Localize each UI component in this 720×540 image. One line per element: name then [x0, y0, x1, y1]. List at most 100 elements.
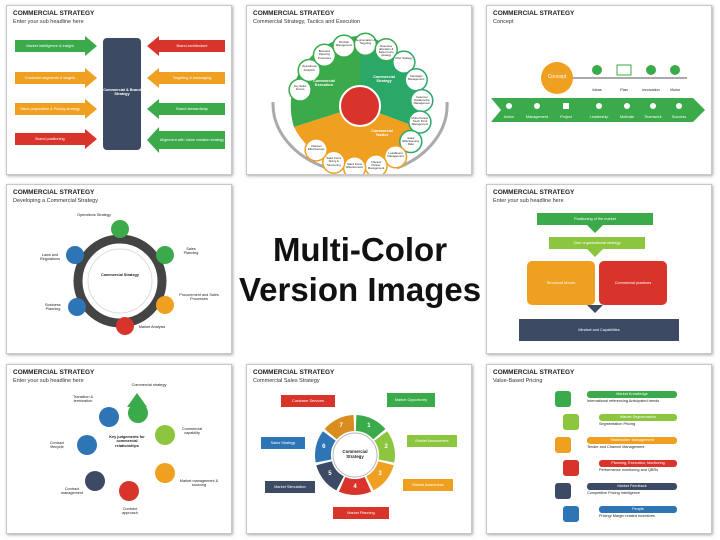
ring-circle — [374, 38, 398, 62]
slide-subtitle: Value-Based Pricing — [493, 378, 543, 384]
thumb-slide-3[interactable]: COMMERCIAL STRATEGY Concept Concept Idea… — [486, 5, 712, 175]
thumb-slide-2[interactable]: COMMERCIAL STRATEGY Commercial Strategy,… — [246, 5, 472, 175]
ring-circle-label: Channel Effectiveness — [307, 143, 325, 152]
flow-box-label: Mindset and Capabilities — [578, 327, 620, 332]
row-icon — [555, 391, 571, 407]
row-icon — [563, 506, 579, 522]
ring-circle-label: Multi-channel Touch Point Management — [411, 116, 429, 127]
ring-number: 4 — [353, 483, 357, 490]
sales-step-box: Market Awareness — [403, 479, 453, 491]
flow-box-label: Own organizational strategy — [573, 240, 621, 245]
slide-7-shapes — [315, 415, 395, 495]
center-label: Commercial Strategy — [101, 273, 139, 277]
slide-title: COMMERCIAL STRATEGY — [493, 10, 575, 17]
ring-circle-label: Segmentation & Targeting — [355, 38, 376, 46]
sales-step-box: Market Opportunity — [387, 393, 435, 407]
petal-label: Commercial strategy — [131, 383, 167, 387]
row-icon — [555, 483, 571, 499]
slide-subtitle: Enter your sub headline here — [13, 378, 84, 384]
left-arrow-label: Brand positioning — [35, 136, 65, 141]
left-arrow-label: Customer segments & targets — [24, 75, 76, 80]
ring-number: 5 — [328, 471, 332, 478]
concept-top-label: Innovation — [642, 88, 660, 92]
concept-top-label: Ideas — [592, 88, 602, 92]
ring-circle — [312, 43, 337, 67]
flow-box-label: Positioning of the market — [574, 216, 616, 221]
row-text: Tender and Channel Management — [587, 445, 645, 449]
right-arrow-label: Alignment with Value creation strategy — [159, 137, 225, 142]
ring-number: 7 — [339, 422, 343, 429]
sales-step-box: Market Stimulation — [265, 481, 315, 493]
ring-circle-label: Sales Effectiveness Data — [402, 135, 420, 146]
thumb-slide-1[interactable]: COMMERCIAL STRATEGY Enter your sub headl… — [6, 5, 232, 175]
slide-subtitle: Concept — [493, 19, 514, 25]
row-head: People — [599, 506, 677, 513]
ring-circle-label: Business Planning Processes — [317, 49, 331, 60]
ring-circle-label: Channel Partner Management — [367, 159, 385, 171]
thumb-slide-5[interactable]: COMMERCIAL STRATEGY Enter your sub headl… — [486, 184, 712, 354]
ring-segment — [316, 461, 344, 491]
ring-circle-label: Operational Analytics — [301, 64, 317, 72]
section-label: Commercial Execution — [313, 78, 335, 87]
ring-segment — [366, 461, 394, 491]
sales-step-box: Market Assessment — [407, 435, 457, 447]
slide-subtitle: Developing a Commercial Strategy — [13, 198, 98, 204]
ring-circle — [408, 110, 432, 134]
row-head: Stakeholder Management — [587, 437, 677, 444]
ring-circle-label: Lead/Event Management — [387, 150, 404, 158]
row-icon — [555, 437, 571, 453]
ring-circle — [383, 145, 408, 169]
ring-segment — [324, 415, 355, 440]
slide-title: COMMERCIAL STRATEGY — [493, 189, 575, 196]
ring-number: 6 — [322, 444, 326, 451]
right-arrow-label: Brand architecture — [176, 43, 208, 48]
concept-top-label: Vision — [669, 88, 681, 92]
cycle-item-label: Operations Strategy — [77, 213, 111, 217]
petal-label: Commercial capability — [181, 427, 203, 436]
section-label: Commercial Tactics — [371, 128, 393, 137]
ring-segment — [355, 415, 386, 440]
petal-label: Transition & termination — [72, 395, 94, 404]
ring-circle-label: Campaign Management — [408, 73, 425, 81]
thumb-slide-8[interactable]: COMMERCIAL STRATEGY Value-Based Pricing … — [486, 364, 712, 534]
concept-bottom-label: Success — [671, 114, 687, 119]
cycle-item-label: Sales Planning — [183, 247, 199, 256]
ring-circle-label: Portfolio Management — [335, 40, 353, 48]
thumb-slide-4[interactable]: COMMERCIAL STRATEGY Developing a Commerc… — [6, 184, 232, 354]
ring-circle — [322, 150, 346, 174]
ring-circle — [399, 129, 423, 154]
left-arrow-label: Value proposition & Pricing strategy — [20, 106, 80, 111]
petal-label: Contract management — [60, 487, 84, 496]
slide-6-shapes — [77, 393, 175, 501]
thumb-slide-6[interactable]: COMMERCIAL STRATEGY Enter your sub headl… — [6, 364, 232, 534]
row-text: Pricing/ Margin related incentives — [599, 514, 655, 518]
slide-title: COMMERCIAL STRATEGY — [13, 369, 95, 376]
ring-segment — [338, 477, 372, 495]
row-text: Performance monitoring and QBRs — [599, 468, 659, 472]
left-arrow-label: Market intelligence & insight — [26, 43, 74, 48]
row-icon — [563, 460, 579, 476]
concept-top-label: Plan — [620, 88, 628, 92]
ring-number: 2 — [384, 444, 388, 451]
slide-5-shapes — [519, 213, 679, 341]
section-label: Commercial Strategy — [373, 74, 395, 83]
ring-circle-label: Key Sales Forces — [293, 83, 307, 92]
ring-circle-label: Sales Force Sizing & Structuring — [326, 156, 342, 167]
ring-number: 1 — [367, 422, 371, 429]
center-label: Key judgements for commercial relationsh… — [109, 435, 145, 448]
row-head: Market Feedback — [587, 483, 677, 490]
ring-circle — [297, 58, 321, 83]
slide-subtitle: Enter your sub headline here — [493, 198, 564, 204]
thumb-slide-7[interactable]: COMMERCIAL STRATEGY Commercial Sales Str… — [246, 364, 472, 534]
petal-label: Contract approach — [122, 507, 138, 516]
row-head: Market Knowledge — [587, 391, 677, 398]
row-text: International referencing Anticipated tr… — [587, 399, 660, 403]
slide-subtitle: Enter your sub headline here — [13, 19, 84, 25]
slide-4-shapes — [66, 220, 174, 335]
flow-box-label: Commercial practices — [614, 280, 652, 285]
slide-title: COMMERCIAL STRATEGY — [493, 369, 575, 376]
concept-bottom-label: Management — [525, 114, 549, 119]
sales-step-box: Customer Services — [281, 395, 335, 407]
slide-title: COMMERCIAL STRATEGY — [253, 369, 335, 376]
right-arrow-label: Brand stewardship — [176, 106, 208, 111]
